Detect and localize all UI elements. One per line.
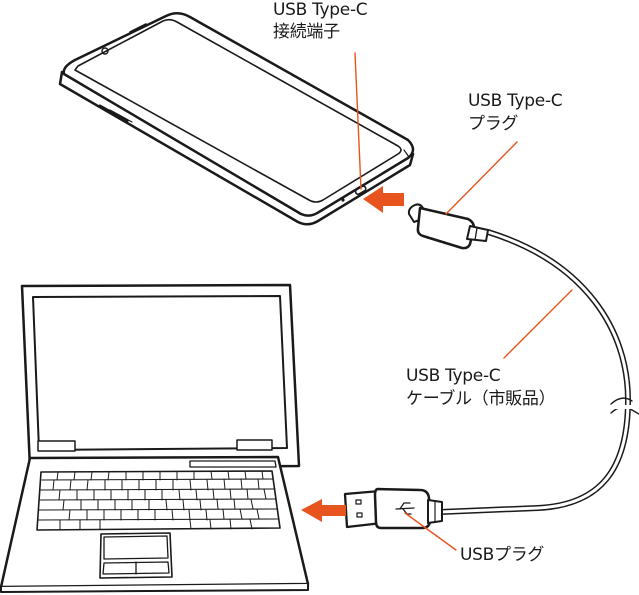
arrow-to-laptop [301,499,346,522]
cable-label-line1: USB Type-C [406,366,501,386]
usb-type-c-plug [407,203,489,250]
usb-cable [437,229,639,515]
port-label-line2: 接続端子 [273,22,340,42]
port-label-line1: USB Type-C [273,0,368,20]
insert-arrows [301,186,404,522]
laptop [0,283,310,593]
leader-lines [354,52,573,551]
smartphone [58,12,415,226]
arrow-to-phone [363,186,404,213]
leader-cable [503,289,573,359]
leader-plug [445,141,518,215]
usb-plug-label: USBプラグ [460,545,545,565]
leader-usb-plug [404,512,457,551]
leader-port [354,52,362,190]
usb-a-plug [343,487,443,530]
plug-label-line1: USB Type-C [468,91,563,111]
plug-label-line2: プラグ [468,114,519,134]
cable-label-line2: ケーブル（市販品） [406,389,556,409]
